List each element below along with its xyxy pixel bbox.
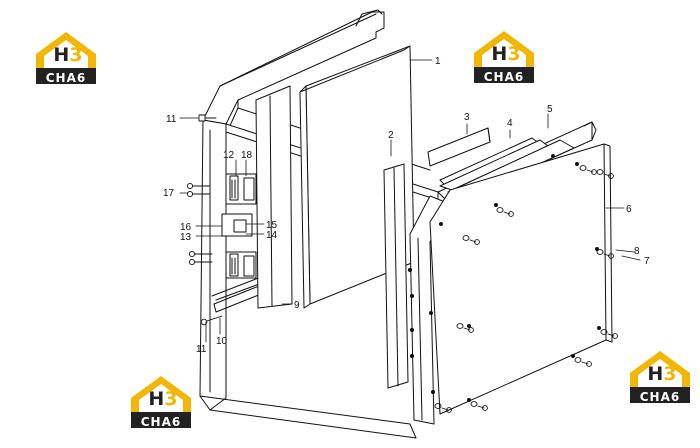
callout-5: 5 [547, 104, 553, 115]
callout-2: 2 [388, 130, 394, 141]
callout-labels: 1 2 3 4 5 6 7 8 9 10 11 11 12 13 14 15 1… [163, 56, 650, 355]
watermark-logo: H3 CHA6 [472, 27, 536, 87]
left-brackets [221, 173, 257, 279]
callout-11-top: 11 [166, 114, 177, 125]
callout-3: 3 [464, 112, 470, 123]
logo-text: CHA6 [45, 71, 87, 85]
callout-11-bottom: 11 [196, 344, 207, 355]
logo-house-icon [474, 31, 534, 83]
logo-mark-h: H [647, 363, 664, 385]
logo-text: CHA6 [140, 415, 182, 429]
watermark-logo: H3 CHA6 [628, 347, 692, 407]
left-bolts [186, 114, 223, 326]
vertical-post [255, 85, 293, 309]
logo-mark-h: H [491, 43, 508, 65]
panel-fasteners [434, 165, 618, 413]
callout-1: 1 [435, 56, 441, 67]
logo-mark-3: 3 [507, 43, 521, 65]
inner-channel [383, 163, 409, 389]
callout-14: 14 [266, 230, 278, 241]
callout-13: 13 [180, 232, 192, 243]
logo-mark-h: H [148, 388, 165, 410]
watermark-logo: H3 CHA6 [34, 28, 98, 88]
frame-right-front [407, 195, 451, 425]
callout-18: 18 [241, 150, 253, 161]
side-panel [429, 143, 613, 415]
callout-15: 15 [266, 220, 278, 231]
callout-16: 16 [180, 222, 192, 233]
callout-9: 9 [294, 300, 300, 311]
logo-mark-3: 3 [164, 388, 178, 410]
callout-6: 6 [626, 204, 632, 215]
callout-17: 17 [163, 188, 175, 199]
logo-house-icon [36, 32, 96, 84]
logo-mark-3: 3 [663, 363, 677, 385]
callout-8: 8 [634, 246, 640, 257]
callout-10: 10 [216, 336, 228, 347]
callout-12: 12 [223, 150, 235, 161]
logo-house-icon [630, 351, 690, 403]
callout-7: 7 [644, 256, 650, 267]
callout-4: 4 [507, 118, 513, 129]
logo-mark-h: H [53, 44, 70, 66]
logo-house-icon [131, 376, 191, 428]
logo-text: CHA6 [483, 70, 525, 84]
watermark-logo: H3 CHA6 [129, 372, 193, 432]
leader-lines [179, 59, 641, 343]
logo-mark-3: 3 [69, 44, 83, 66]
logo-text: CHA6 [639, 390, 681, 404]
